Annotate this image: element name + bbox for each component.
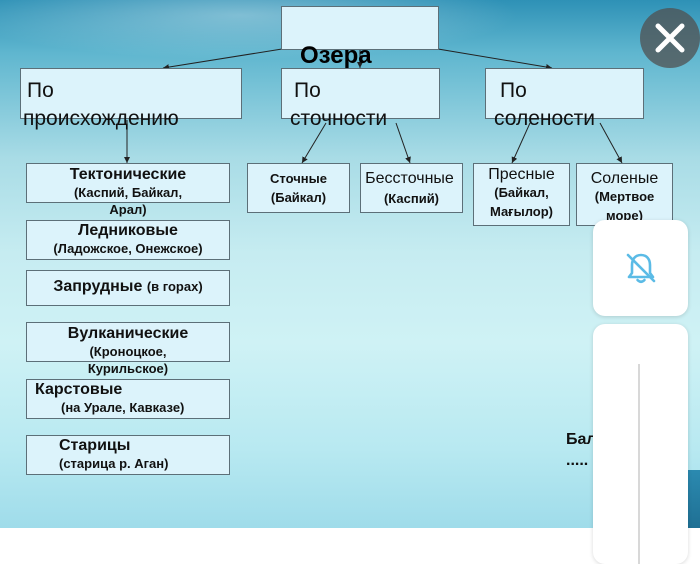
drainage-item-sink-examples: (Байкал)	[270, 189, 327, 205]
drainage-item-endorheic-name: Бессточные	[365, 170, 454, 187]
bottom-strip	[0, 528, 700, 548]
origin-item-glacial-name: Ледниковые	[78, 222, 178, 239]
salinity-item-salt-examples: (Мертвое	[594, 189, 655, 205]
category-origin-line1: По	[27, 79, 54, 102]
category-salinity: По солености	[485, 68, 644, 130]
origin-item-karst-name: Карстовые	[35, 381, 123, 398]
category-drainage-line2: сточности	[290, 107, 388, 131]
origin-item-volcanic-name: Вулканические	[67, 325, 189, 342]
salinity-item-fresh-name: Пресные	[488, 166, 555, 183]
drainage-item-endorheic-examples: (Каспий)	[383, 191, 440, 207]
bell-off-icon	[626, 253, 655, 284]
origin-item-volcanic-examples: (Кроноцкое,	[89, 344, 167, 360]
category-drainage: По сточности	[281, 68, 440, 130]
salinity-item-fresh: Пресные (Байкал, Мағылор)	[473, 163, 570, 226]
partial-note-line2: .....	[566, 451, 589, 469]
link-title-salinity	[437, 48, 553, 70]
side-panel[interactable]	[593, 324, 688, 564]
close-icon	[655, 23, 685, 53]
origin-item-glacial: Ледниковые (Ладожское, Онежское)	[26, 220, 230, 260]
origin-item-dammed: Запрудные (в горах)	[26, 270, 230, 306]
origin-item-oxbow-examples: (старица р. Аган)	[59, 456, 169, 472]
close-button[interactable]	[640, 8, 700, 68]
origin-item-dammed-examples: (в горах)	[146, 279, 203, 294]
link-title-origin	[162, 48, 283, 71]
title-box	[281, 6, 439, 50]
side-panel-scrollbar[interactable]	[638, 364, 640, 564]
slide-background: Озера По происхождению По сточности По с…	[0, 0, 700, 528]
category-drainage-line1: По	[294, 79, 321, 102]
drainage-item-sink: Сточные (Байкал)	[247, 163, 350, 213]
origin-item-volcanic-examples-2: Курильское)	[87, 361, 169, 377]
category-salinity-line2: солености	[494, 107, 596, 131]
origin-item-tectonic-examples-2: Арал)	[109, 202, 147, 218]
partial-note-line1: Бал	[566, 431, 597, 448]
drainage-item-sink-name: Сточные	[270, 171, 327, 186]
category-origin-line2: происхождению	[23, 107, 179, 131]
origin-item-tectonic-examples: (Каспий, Байкал,	[73, 185, 183, 201]
origin-item-volcanic: Вулканические (Кроноцкое, Курильское)	[26, 322, 230, 376]
salinity-item-salt-examples-2: море)	[606, 208, 643, 224]
salinity-item-salt: Соленые (Мертвое море)	[576, 163, 673, 226]
category-origin: По происхождению	[20, 68, 242, 130]
category-salinity-line1: По	[500, 79, 527, 102]
origin-item-oxbow: Старицы (старица р. Аган)	[26, 435, 230, 475]
origin-item-oxbow-name: Старицы	[59, 437, 131, 454]
drainage-item-endorheic: Бессточные (Каспий)	[360, 163, 463, 213]
diagram-title: Озера	[300, 42, 372, 69]
origin-item-karst-examples: (на Урале, Кавказе)	[61, 400, 185, 416]
origin-item-tectonic: Тектонические (Каспий, Байкал, Арал)	[26, 163, 230, 217]
origin-item-dammed-name: Запрудные	[53, 278, 143, 295]
salinity-item-fresh-examples-2: Мағылор)	[489, 204, 554, 220]
salinity-item-salt-name: Соленые	[590, 170, 659, 187]
origin-item-tectonic-name: Тектонические	[69, 166, 187, 183]
salinity-item-fresh-examples: (Байкал,	[494, 185, 549, 201]
origin-item-glacial-examples: (Ладожское, Онежское)	[53, 241, 203, 257]
origin-item-karst: Карстовые (на Урале, Кавказе)	[26, 379, 230, 419]
partial-note: Бал .....	[566, 430, 597, 472]
notification-toggle-button[interactable]	[593, 220, 688, 316]
